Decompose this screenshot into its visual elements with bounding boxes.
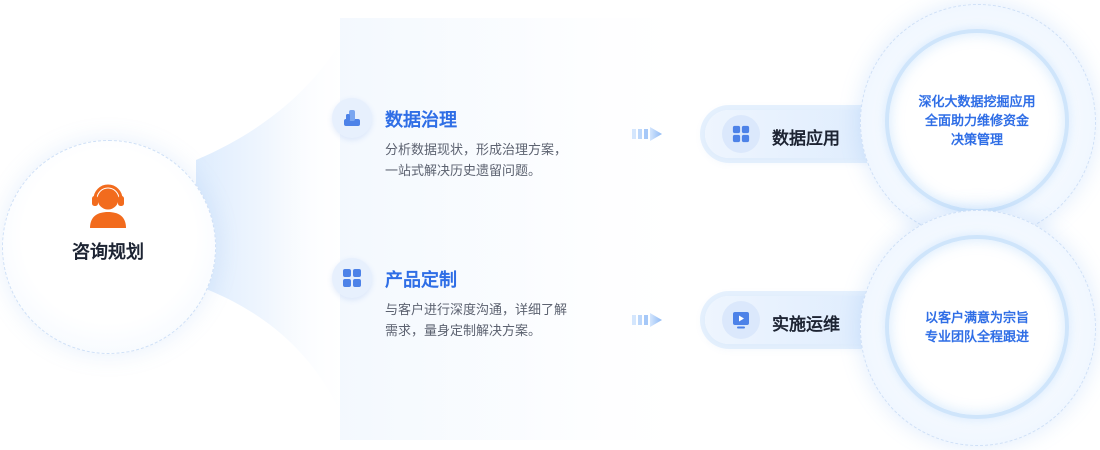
item-desc-line: 分析数据现状，形成治理方案，	[385, 143, 568, 158]
benefit-text-1: 深化大数据挖掘应用 全面助力维修资金 决策管理	[889, 93, 1065, 150]
pill-label-implementation: 实施运维	[772, 315, 840, 335]
item-desc-governance: 分析数据现状，形成治理方案， 一站式解决历史遗留问题。	[385, 140, 567, 182]
headset-person-icon	[90, 184, 126, 228]
benefit-circle-inner	[885, 29, 1069, 213]
data-stack-icon	[332, 98, 372, 138]
item-desc-custom: 与客户进行深度沟通，详细了解 需求，量身定制解决方案。	[385, 300, 567, 342]
benefit-circle-inner	[885, 235, 1069, 419]
grid-apps-icon	[332, 258, 372, 298]
consult-circle	[2, 140, 216, 354]
item-desc-line: 一站式解决历史遗留问题。	[385, 164, 542, 179]
monitor-play-icon	[722, 301, 760, 339]
benefit-line: 全面助力维修资金	[924, 114, 1029, 129]
arrow-right-icon	[632, 313, 662, 327]
pill-label-data-application: 数据应用	[772, 129, 840, 149]
benefit-line: 深化大数据挖掘应用	[918, 95, 1036, 110]
grid-apps-icon	[722, 115, 760, 153]
benefit-line: 专业团队全程跟进	[924, 330, 1029, 345]
item-title-governance: 数据治理	[385, 110, 457, 131]
benefit-text-2: 以客户满意为宗旨 专业团队全程跟进	[889, 309, 1065, 347]
consult-label: 咨询规划	[72, 242, 144, 263]
item-title-custom: 产品定制	[385, 270, 457, 291]
arrow-right-icon	[632, 127, 662, 141]
item-desc-line: 与客户进行深度沟通，详细了解	[385, 303, 568, 318]
benefit-line: 决策管理	[950, 133, 1003, 148]
item-desc-line: 需求，量身定制解决方案。	[385, 324, 542, 339]
benefit-line: 以客户满意为宗旨	[924, 311, 1029, 326]
